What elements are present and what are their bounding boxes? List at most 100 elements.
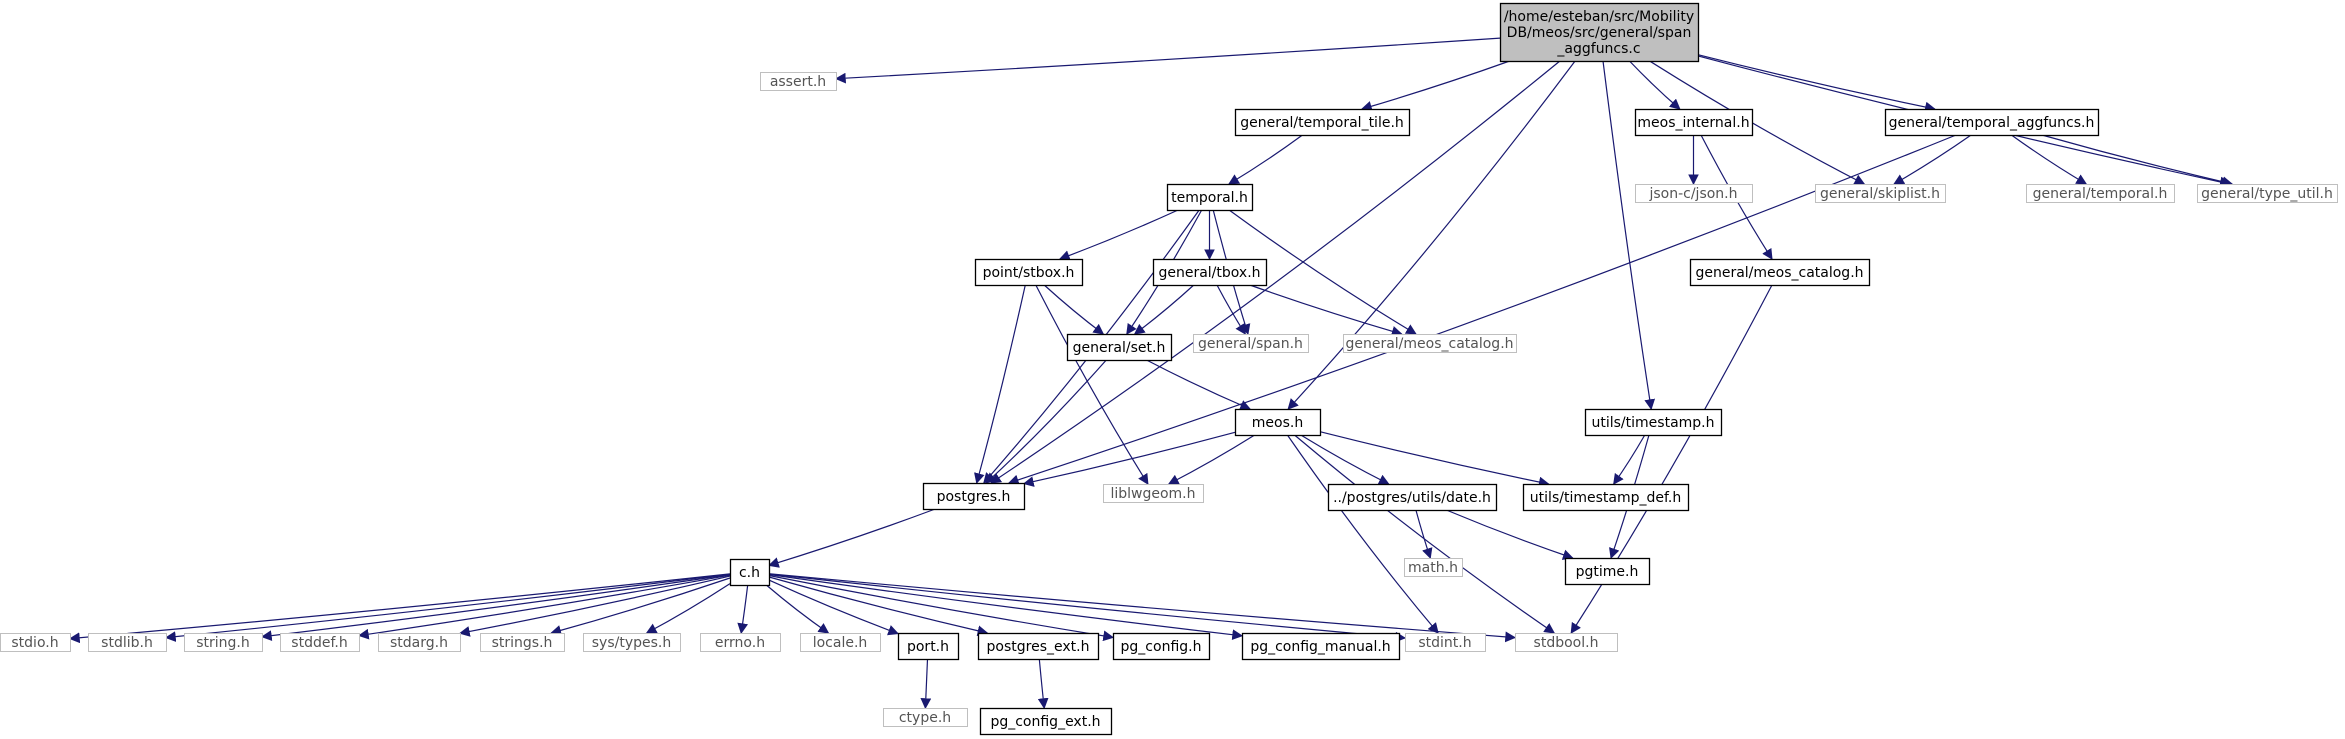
node-box [1234,408,1322,437]
node-label: _aggfuncs.c [1556,41,1640,57]
node-box [1234,108,1411,137]
node-box [1515,633,1618,652]
node-box [883,708,968,727]
node-box [700,633,781,652]
node-label: errno.h [715,635,765,651]
node-label: general/temporal.h [2033,186,2168,202]
include-edge [1007,134,1957,486]
include-edge [920,658,932,710]
header-node-pg-config[interactable]: pg_config.h [1112,632,1211,661]
include-edge [550,577,731,636]
include-edge [765,584,830,634]
header-node-meos[interactable]: meos.h [1234,408,1322,437]
header-node-meos-catalog-int[interactable]: general/meos_catalog.h [1689,258,1871,287]
node-box [1193,334,1309,353]
header-node-math: math.h [1404,558,1463,577]
node-box [1241,632,1401,661]
header-node-pg-config-manual[interactable]: pg_config_manual.h [1241,632,1401,661]
node-box [897,632,960,661]
include-edge [985,359,1107,484]
include-edge [768,574,1115,642]
header-node-json: json-c/json.h [1635,184,1753,203]
node-box [1152,258,1268,287]
header-node-errno: errno.h [700,633,781,652]
node-box [922,482,1026,511]
header-node-stdint: stdint.h [1405,633,1486,652]
header-node-tbox[interactable]: general/tbox.h [1152,258,1268,287]
header-node-set[interactable]: general/set.h [1066,333,1173,362]
include-edge [768,579,900,636]
node-label: general/type_util.h [2201,186,2333,202]
include-edge [767,508,936,568]
header-node-date[interactable]: ../postgres/utils/date.h [1327,483,1498,512]
node-label: string.h [196,635,250,651]
node-box [1066,333,1173,362]
include-edge [1697,54,1936,113]
include-edge [645,583,731,634]
node-label: general/meos_catalog.h [1695,265,1863,281]
node-box [1166,183,1254,212]
header-node-postgres[interactable]: postgres.h [922,482,1026,511]
header-node-temporal-tile[interactable]: general/temporal_tile.h [1234,108,1411,137]
node-label: utils/timestamp.h [1592,415,1715,431]
node-box [800,633,881,652]
node-label: pg_config.h [1121,639,1202,655]
include-edge [1022,431,1236,487]
header-node-temporal-aggfuncs[interactable]: general/temporal_aggfuncs.h [1884,108,2100,137]
node-box [184,633,263,652]
node-label: DB/meos/src/general/span [1507,25,1692,41]
header-node-timestamp-def[interactable]: utils/timestamp_def.h [1522,483,1690,512]
header-node-pg-config-ext[interactable]: pg_config_ext.h [979,707,1113,736]
include-edge [1249,284,1403,337]
node-box [1343,334,1517,353]
node-box [583,633,681,652]
node-label: pg_config_manual.h [1250,639,1390,655]
header-node-pgtime[interactable]: pgtime.h [1564,557,1651,586]
include-edge [1415,509,1433,560]
header-node-meos-internal[interactable]: meos_internal.h [1634,108,1754,137]
header-node-type-util: general/type_util.h [2197,184,2338,203]
include-edge [1300,434,1390,485]
node-box [729,558,771,587]
node-label: sys/types.h [592,635,671,651]
include-edge [1319,431,1550,488]
header-node-c[interactable]: c.h [729,558,771,587]
node-label: stdlib.h [101,635,153,651]
root-file-node[interactable]: /home/esteban/src/MobilityDB/meos/src/ge… [1499,2,1700,63]
include-edge [1446,509,1574,560]
header-node-stbox[interactable]: point/stbox.h [974,258,1084,287]
node-label: general/skiplist.h [1820,186,1940,202]
header-node-stddef: stddef.h [280,633,360,652]
header-node-systypes: sys/types.h [583,633,681,652]
node-label: meos_internal.h [1637,115,1749,131]
header-node-strings: strings.h [480,633,565,652]
header-node-string: string.h [184,633,263,652]
node-box [1584,408,1723,437]
include-edge [768,573,1517,643]
node-box [1634,108,1754,137]
include-edge [1146,359,1251,411]
header-node-span: general/span.h [1193,334,1309,353]
header-node-temporal[interactable]: temporal.h [1166,183,1254,212]
node-box [2197,184,2338,203]
include-edge [1035,284,1149,485]
header-node-utils-timestamp[interactable]: utils/timestamp.h [1584,408,1723,437]
header-node-locale: locale.h [800,633,881,652]
edges-layer [68,37,2234,710]
node-box [1815,184,1946,203]
node-label: strings.h [492,635,553,651]
node-label: general/tbox.h [1158,265,1260,281]
node-label: utils/timestamp_def.h [1530,490,1681,506]
include-edge [974,284,1026,485]
include-edge [2011,134,2088,185]
header-node-skiplist: general/skiplist.h [1815,184,1946,203]
include-edge [1058,209,1179,261]
include-edge [1360,60,1510,112]
node-label: general/span.h [1198,336,1303,352]
node-label: liblwgeom.h [1110,486,1195,502]
header-node-port[interactable]: port.h [897,632,960,661]
header-node-postgres-ext[interactable]: postgres_ext.h [977,632,1100,661]
include-edge [1629,60,1681,110]
